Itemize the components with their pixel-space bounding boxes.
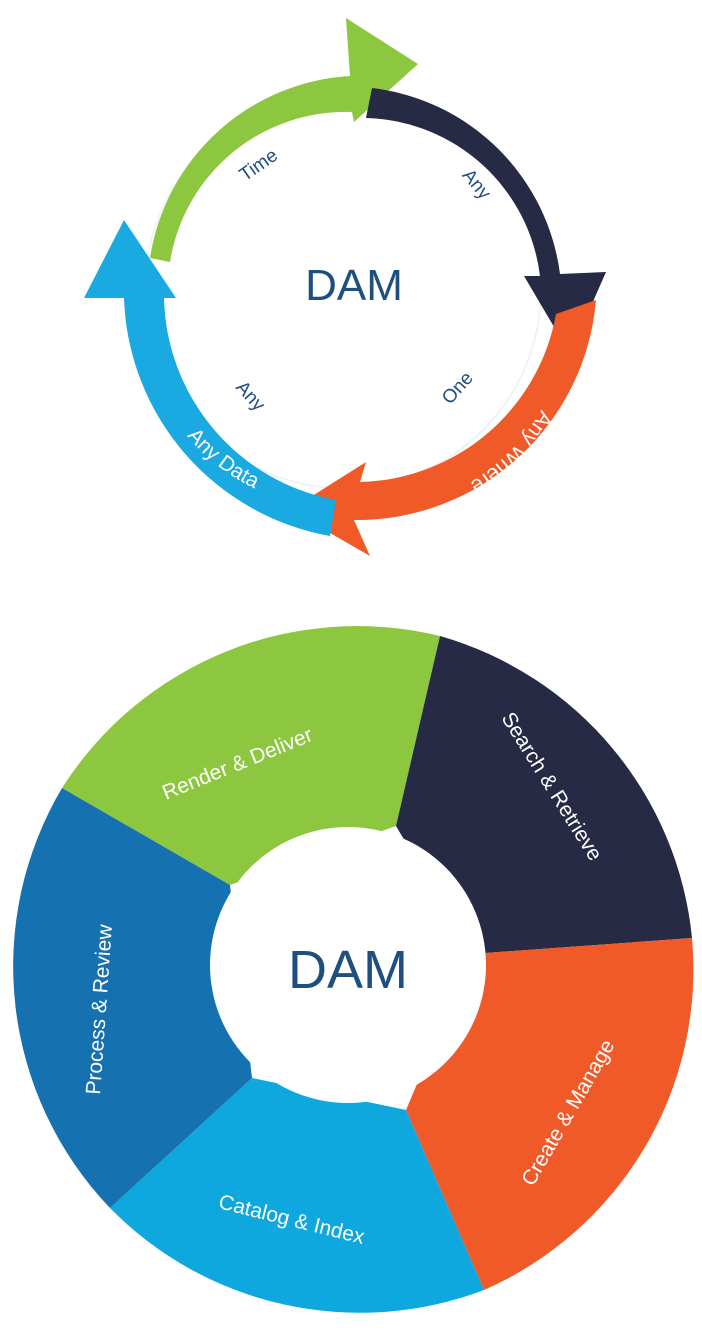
cycle-center-title: DAM — [305, 261, 403, 310]
segment-create-manage — [406, 938, 694, 1290]
segment-catalog-index — [110, 1078, 484, 1313]
segment-render-deliver — [62, 626, 440, 885]
wheel-center-circle — [210, 827, 486, 1103]
inner-word-time: Time — [236, 145, 282, 186]
arrow-any-asset — [150, 18, 418, 262]
arrow-any-where — [290, 300, 596, 556]
inner-word-any-bottom: Any — [231, 377, 269, 416]
wheel-diagram: DAM Render & Deliver Search & Retrieve C… — [13, 626, 694, 1313]
cycle-diagram: Any Asset Any Application Any Where Any … — [84, 18, 606, 556]
segment-search-retrieve — [396, 636, 692, 954]
arrow-any-application — [366, 88, 606, 354]
arrow-any-data — [84, 220, 336, 536]
inner-word-one: One — [438, 368, 478, 409]
wheel-center-title: DAM — [288, 940, 408, 1000]
segment-process-review — [13, 788, 253, 1208]
